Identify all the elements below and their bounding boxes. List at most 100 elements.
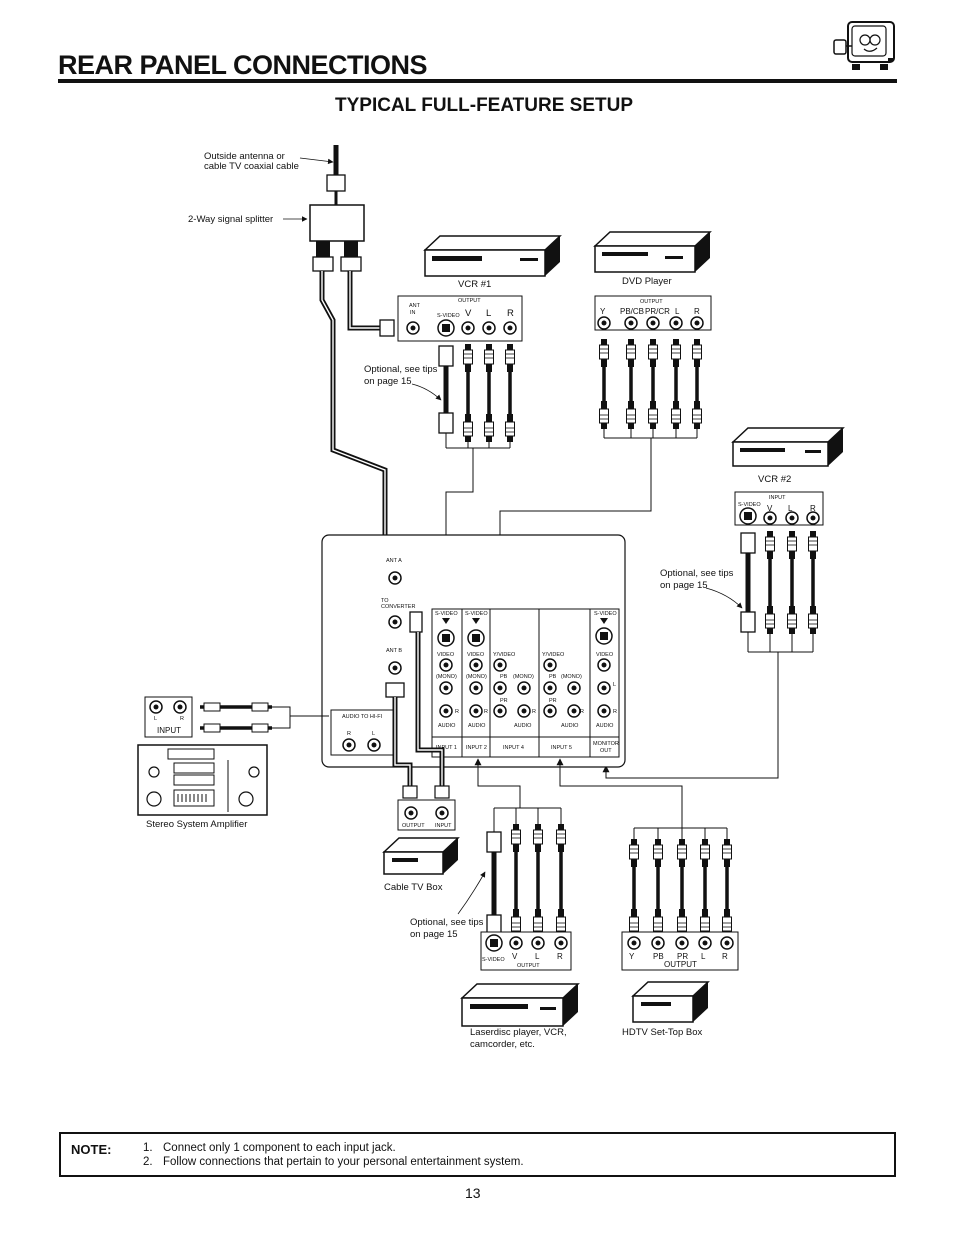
in4-mono-label: (MONO) (513, 674, 534, 680)
cable-input-label: INPUT (435, 823, 452, 829)
hdtv-output-label: OUTPUT (664, 960, 697, 969)
ld-tips-2: on page 15 (410, 929, 458, 940)
hifi-r-label: R (347, 731, 351, 737)
vcr2-label: VCR #2 (758, 474, 791, 485)
input2-label: INPUT 2 (466, 745, 487, 751)
vcr2-tips-1: Optional, see tips (660, 568, 734, 579)
input5-label: INPUT 5 (551, 745, 572, 751)
in5-pb-label: PB (549, 674, 557, 680)
cable-output-label: OUTPUT (402, 823, 425, 829)
antenna-label-2: cable TV coaxial cable (204, 161, 299, 172)
vcr2-svideo-label: S-VIDEO (738, 502, 761, 508)
vcr1-output-label: OUTPUT (458, 298, 481, 304)
vcr2-l-label: L (788, 504, 793, 513)
mon-svideo-label: S-VIDEO (594, 611, 617, 617)
hdtv-label: HDTV Set-Top Box (622, 1027, 702, 1038)
dvd-l-label: L (675, 307, 680, 316)
vcr2-device (731, 427, 845, 467)
vcr2-input-label: INPUT (769, 495, 786, 501)
antenna-pointer (299, 157, 334, 165)
note-list: 1. Connect only 1 component to each inpu… (143, 1141, 524, 1169)
in5-mono-label: (MONO) (561, 674, 582, 680)
in4-pr-label: PR (500, 698, 508, 704)
in4-r-label: R (532, 709, 536, 715)
dvd-pb-label: PB/CB (620, 307, 644, 316)
dvd-label: DVD Player (622, 276, 672, 287)
vcr2-v-label: V (767, 504, 773, 513)
note-box: NOTE: 1. Connect only 1 component to eac… (59, 1132, 896, 1177)
hifi-l-label: L (372, 731, 375, 737)
vcr2-r-label: R (810, 504, 816, 513)
ld-output-label: OUTPUT (517, 963, 540, 969)
coax-to-ant-a (319, 271, 388, 538)
page-subtitle: TYPICAL FULL-FEATURE SETUP (335, 95, 634, 116)
amp-input-label: INPUT (157, 726, 181, 735)
vcr1-v-label: V (465, 308, 472, 319)
amp-l-label: L (154, 716, 157, 722)
in1-mono-label: (MONO) (436, 674, 457, 680)
splitter-label: 2-Way signal splitter (188, 214, 273, 225)
in1-audio-label: AUDIO (438, 723, 456, 729)
vcr1-ant-label: ANT (409, 303, 421, 309)
note-item: 1. Connect only 1 component to each inpu… (143, 1141, 524, 1155)
input-jack-panel (431, 608, 620, 758)
audio-hifi-label: AUDIO TO HI-FI (342, 714, 383, 720)
page-title: REAR PANEL CONNECTIONS (58, 50, 428, 80)
mon-l-label: L (613, 682, 616, 688)
laserdisc-label-1: Laserdisc player, VCR, (470, 1027, 567, 1038)
monitor-out-label-2: OUT (600, 748, 612, 754)
monitor-out-label-1: MONITOR (593, 741, 619, 747)
in5-audio-label: AUDIO (561, 723, 579, 729)
cable-box-device (382, 837, 460, 875)
vcr1-tips-1: Optional, see tips (364, 364, 438, 375)
connection-diagram: Outside antenna or cable TV coaxial cabl… (137, 145, 845, 1050)
dvd-cables (599, 338, 702, 439)
in2-audio-label: AUDIO (468, 723, 486, 729)
amp-r-label: R (180, 716, 184, 722)
vcr1-r-label: R (507, 308, 514, 319)
mon-audio-label: AUDIO (596, 723, 614, 729)
antenna-label-1: Outside antenna or (204, 151, 285, 162)
cable-box-label: Cable TV Box (384, 882, 443, 893)
note-item-text: Follow connections that pertain to your … (163, 1156, 524, 1168)
vcr1-in-label: IN (410, 310, 416, 316)
ld-tips-1: Optional, see tips (410, 917, 484, 928)
tv-mascot-icon (833, 21, 895, 70)
vcr1-l-label: L (486, 308, 491, 319)
vcr1-tips-2: on page 15 (364, 376, 412, 387)
ld-v-label: V (512, 952, 518, 961)
antenna-connector (326, 174, 346, 192)
dvd-pr-label: PR/CR (645, 307, 670, 316)
vcr1-device (423, 235, 562, 277)
dvd-device (593, 231, 712, 273)
ant-a-label: ANT A (386, 558, 402, 564)
in2-video-label: VIDEO (467, 652, 485, 658)
mon-video-label: VIDEO (596, 652, 614, 658)
monitor-out-to-vcr2 (602, 652, 779, 779)
note-item-number: 1. (143, 1142, 153, 1154)
in2-svideo-label: S-VIDEO (465, 611, 488, 617)
hdtv-l-label: L (701, 952, 706, 961)
coax-to-vcr1 (347, 271, 380, 331)
vcr1-label: VCR #1 (458, 279, 491, 290)
ld-svideo-label: S-VIDEO (482, 957, 505, 963)
hdtv-pb-label: PB (653, 952, 664, 961)
vcr1-panel (397, 295, 523, 342)
input4-label: INPUT 4 (503, 745, 524, 751)
audio-to-hifi-box (330, 709, 396, 756)
note-item-number: 2. (143, 1156, 153, 1168)
hdtv-pr-label: PR (677, 952, 688, 961)
splitter-box (309, 204, 365, 242)
cable-box-cables (392, 632, 450, 799)
input1-label: INPUT 1 (436, 745, 457, 751)
page-number: 13 (465, 1185, 481, 1201)
ld-l-label: L (535, 952, 540, 961)
laserdisc-device (460, 983, 580, 1027)
laserdisc-label-2: camcorder, etc. (470, 1039, 535, 1050)
note-label: NOTE: (71, 1142, 112, 1157)
vcr1-svideo-label: S-VIDEO (437, 313, 460, 319)
in5-pr-label: PR (549, 698, 557, 704)
in2-mono-label: (MONO) (466, 674, 487, 680)
vcr1-cables (438, 343, 515, 449)
laserdisc-cables (474, 758, 566, 938)
